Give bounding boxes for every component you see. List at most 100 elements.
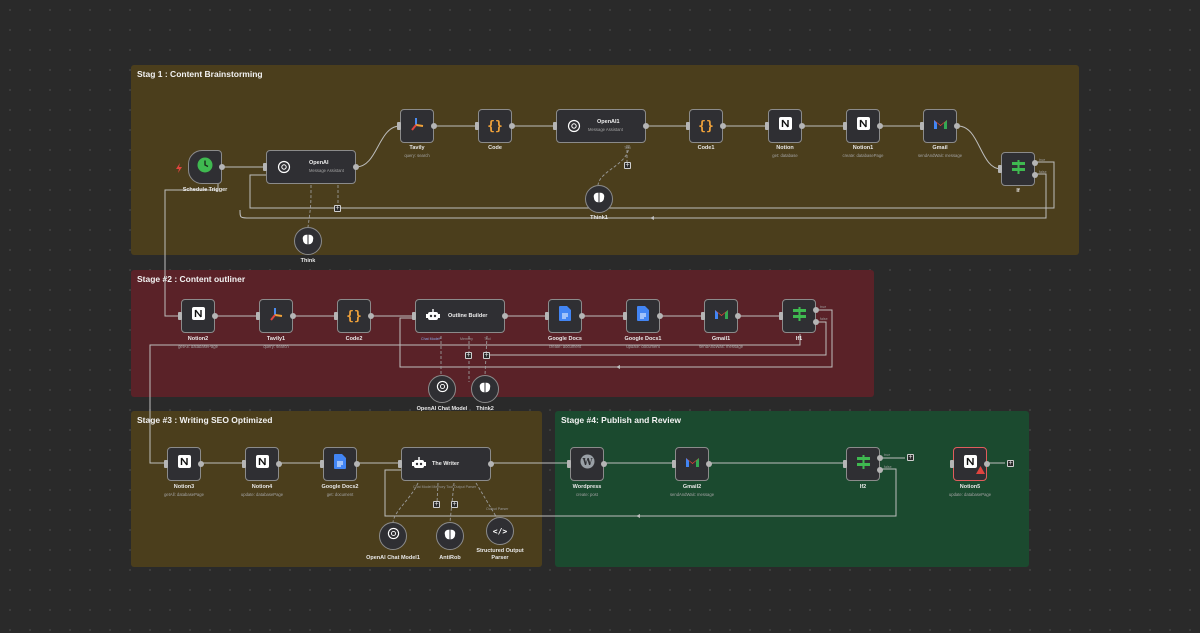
output-handle[interactable]: [706, 461, 712, 467]
if1-node[interactable]: [779, 299, 819, 333]
code-node[interactable]: {}: [475, 109, 515, 143]
gmail1-node[interactable]: [701, 299, 741, 333]
false-output-handle[interactable]: [813, 319, 819, 325]
notion1-node[interactable]: [843, 109, 883, 143]
tavily-node[interactable]: [397, 109, 437, 143]
input-handle[interactable]: [843, 122, 847, 130]
false-output-handle[interactable]: [1032, 172, 1038, 178]
think2-node[interactable]: [471, 375, 499, 403]
true-output-handle[interactable]: [877, 455, 883, 461]
output-handle[interactable]: [290, 313, 296, 319]
output-handle[interactable]: [877, 123, 883, 129]
input-handle[interactable]: [843, 460, 847, 468]
output-handle[interactable]: [735, 313, 741, 319]
wordpress-node[interactable]: W: [567, 447, 607, 481]
input-handle[interactable]: [623, 312, 627, 320]
if2-node[interactable]: [843, 447, 883, 481]
input-handle[interactable]: [672, 460, 676, 468]
output-handle[interactable]: [509, 123, 515, 129]
notion5-node[interactable]: [950, 447, 990, 481]
notion4-node[interactable]: [242, 447, 282, 481]
input-handle[interactable]: [950, 460, 954, 468]
antirob-node[interactable]: [436, 522, 464, 550]
if-true-label: true: [1039, 158, 1046, 162]
output-handle[interactable]: [502, 313, 508, 319]
output-handle[interactable]: [353, 164, 359, 170]
true-output-handle[interactable]: [1032, 160, 1038, 166]
outline-builder-node[interactable]: Outline Builder: [412, 299, 508, 333]
true-output-handle[interactable]: [813, 307, 819, 313]
gmail-node[interactable]: [920, 109, 960, 143]
output-handle[interactable]: [198, 461, 204, 467]
notion-node[interactable]: [765, 109, 805, 143]
add-tool-button[interactable]: +: [624, 162, 631, 169]
add-memory-button[interactable]: +: [433, 501, 440, 508]
output-handle[interactable]: [488, 461, 494, 467]
input-handle[interactable]: [475, 122, 479, 130]
notion2-node[interactable]: [178, 299, 218, 333]
false-output-handle[interactable]: [877, 467, 883, 473]
output-handle[interactable]: [276, 461, 282, 467]
output-handle[interactable]: [799, 123, 805, 129]
output-handle[interactable]: [643, 123, 649, 129]
input-handle[interactable]: [320, 460, 324, 468]
input-handle[interactable]: [397, 122, 401, 130]
output-handle[interactable]: [212, 313, 218, 319]
google-docs-icon: [334, 454, 346, 474]
tavily1-node[interactable]: [256, 299, 296, 333]
input-handle[interactable]: [178, 312, 182, 320]
input-handle[interactable]: [920, 122, 924, 130]
output-handle[interactable]: [219, 164, 225, 170]
add-memory-button[interactable]: +: [465, 352, 472, 359]
input-handle[interactable]: [334, 312, 338, 320]
add-tool-button[interactable]: +: [483, 352, 490, 359]
input-handle[interactable]: [256, 312, 260, 320]
input-handle[interactable]: [263, 163, 267, 171]
openai1-node[interactable]: OpenAI1 Message Assistant: [553, 109, 649, 143]
stage-2-frame[interactable]: Stage #2 : Content outliner: [131, 270, 874, 397]
google-docs-sub: create: document: [548, 344, 582, 349]
openai-chat-model-node[interactable]: [428, 375, 456, 403]
input-handle[interactable]: [701, 312, 705, 320]
input-handle[interactable]: [553, 122, 557, 130]
output-handle[interactable]: [657, 313, 663, 319]
structured-output-parser-node[interactable]: </>: [486, 517, 514, 545]
google-docs2-node[interactable]: [320, 447, 360, 481]
output-handle[interactable]: [368, 313, 374, 319]
input-handle[interactable]: [686, 122, 690, 130]
google-docs-node[interactable]: [545, 299, 585, 333]
output-handle[interactable]: [579, 313, 585, 319]
if-node[interactable]: [998, 152, 1038, 186]
stage-4-frame[interactable]: Stage #4: Publish and Review: [555, 411, 1029, 567]
think-node[interactable]: [294, 227, 322, 255]
input-handle[interactable]: [398, 460, 402, 468]
openai-chat-model1-node[interactable]: [379, 522, 407, 550]
input-handle[interactable]: [567, 460, 571, 468]
add-tool-button[interactable]: +: [451, 501, 458, 508]
openai-node[interactable]: OpenAI Message Assistant: [263, 150, 359, 184]
input-handle[interactable]: [765, 122, 769, 130]
add-tool-button[interactable]: +: [334, 205, 341, 212]
input-handle[interactable]: [998, 165, 1002, 173]
google-docs1-node[interactable]: [623, 299, 663, 333]
input-handle[interactable]: [779, 312, 783, 320]
think1-node[interactable]: [585, 185, 613, 213]
output-handle[interactable]: [954, 123, 960, 129]
input-handle[interactable]: [164, 460, 168, 468]
add-node-button[interactable]: +: [1007, 460, 1014, 467]
input-handle[interactable]: [412, 312, 416, 320]
gmail2-node[interactable]: [672, 447, 712, 481]
code2-node[interactable]: {}: [334, 299, 374, 333]
output-handle[interactable]: [601, 461, 607, 467]
schedule-trigger-node[interactable]: [188, 150, 225, 184]
output-handle[interactable]: [720, 123, 726, 129]
input-handle[interactable]: [242, 460, 246, 468]
the-writer-node[interactable]: The Writer: [398, 447, 494, 481]
code1-node[interactable]: {}: [686, 109, 726, 143]
output-handle[interactable]: [431, 123, 437, 129]
notion3-node[interactable]: [164, 447, 204, 481]
output-handle[interactable]: [984, 461, 990, 467]
output-handle[interactable]: [354, 461, 360, 467]
input-handle[interactable]: [545, 312, 549, 320]
add-node-button[interactable]: +: [907, 454, 914, 461]
